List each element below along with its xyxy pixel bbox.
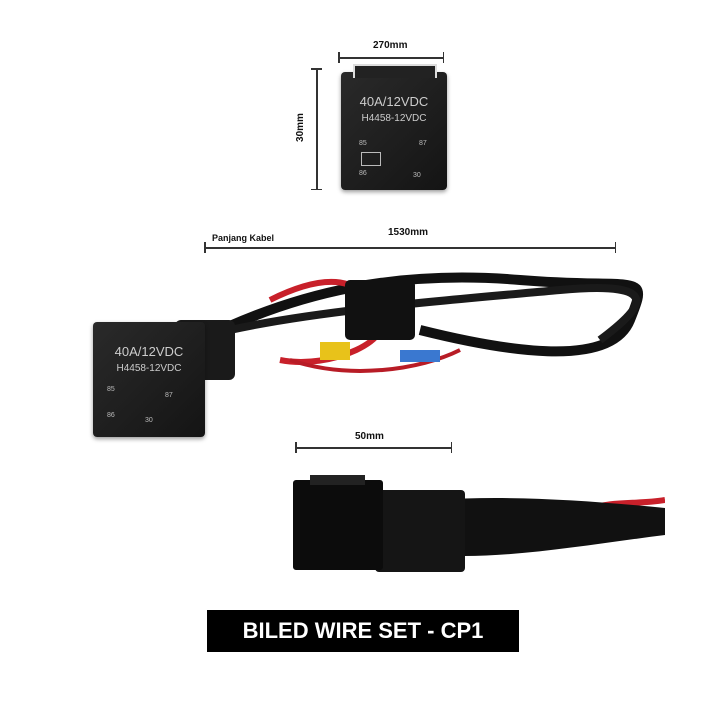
- pin-86: 86: [359, 170, 367, 177]
- black-cable: [435, 497, 665, 556]
- h4-connector: [345, 280, 415, 340]
- connector-closeup-image: [293, 475, 665, 572]
- pin-87: 87: [165, 392, 173, 399]
- connector-width-label: 50mm: [355, 431, 384, 442]
- connector-body: [375, 490, 465, 572]
- pin-30: 30: [145, 417, 153, 424]
- fuse-holder-yellow: [320, 342, 350, 360]
- relay-rating: 40A/12VDC: [359, 94, 429, 109]
- cable-label: Panjang Kabel: [212, 233, 275, 243]
- relay-width-label: 270mm: [373, 40, 408, 51]
- cable-length-label: 1530mm: [388, 227, 429, 238]
- relay-height-dimension-line: [312, 68, 321, 190]
- product-title: BILED WIRE SET - CP1: [207, 610, 519, 652]
- pin-85: 85: [359, 140, 367, 147]
- pin-85: 85: [107, 386, 115, 393]
- relay-harness-image: 40A/12VDC H4458-12VDC 85 86 87 30: [93, 322, 205, 437]
- red-wire: [289, 348, 461, 373]
- fuse-blue: [400, 350, 440, 362]
- pin-86: 86: [107, 412, 115, 419]
- relay-width-dimension-line: [338, 53, 444, 62]
- cable-dimension-line: [204, 243, 616, 252]
- relay-model: H4458-12VDC: [361, 113, 427, 124]
- pin-87: 87: [419, 140, 427, 147]
- black-wire: [197, 272, 644, 357]
- relay-rating: 40A/12VDC: [114, 344, 184, 359]
- connector-tab: [310, 475, 365, 485]
- connector-housing: [293, 480, 383, 570]
- relay-top-image: 40A/12VDC H4458-12VDC 85 86 87 30: [341, 64, 447, 190]
- black-wire: [229, 284, 641, 344]
- relay-coil-icon: [361, 152, 381, 166]
- relay-tab: [353, 64, 437, 78]
- relay-model: H4458-12VDC: [116, 363, 182, 374]
- connector-dimension-line: [295, 443, 452, 452]
- relay-height-label: 30mm: [294, 113, 306, 142]
- pin-30: 30: [413, 172, 421, 179]
